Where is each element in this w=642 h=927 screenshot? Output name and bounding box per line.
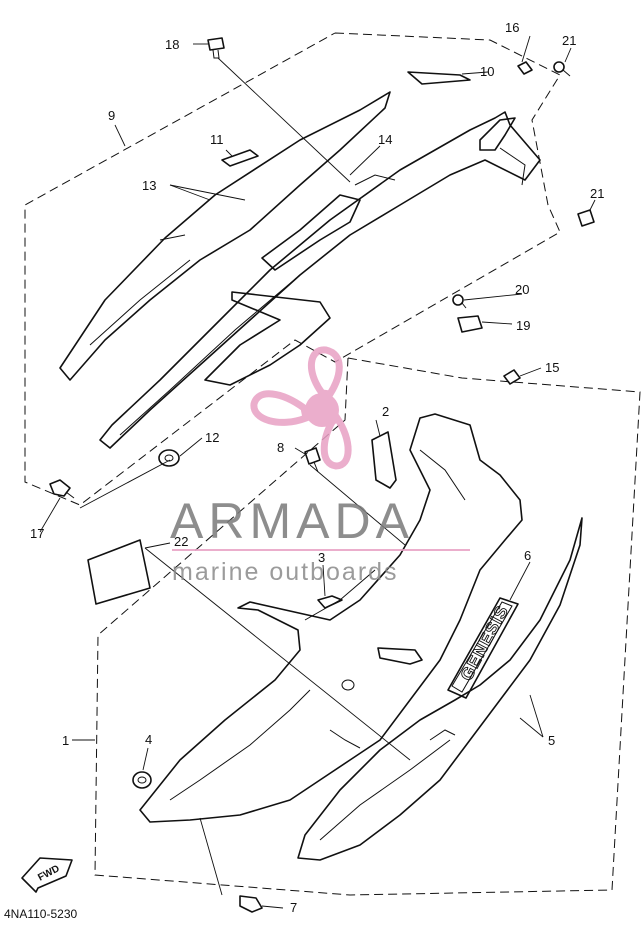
leader-lines xyxy=(39,35,596,909)
callout-10: 10 xyxy=(480,64,494,79)
callout-5: 5 xyxy=(548,733,555,748)
callout-22: 22 xyxy=(174,534,188,549)
watermark-tagline: marine outboards xyxy=(172,558,399,586)
callout-3: 3 xyxy=(318,550,325,565)
bolt-part-8 xyxy=(304,447,321,473)
callout-20: 20 xyxy=(515,282,529,297)
emblem-text: GENESIS xyxy=(457,602,513,684)
callout-18: 18 xyxy=(165,37,179,52)
nut-part-19 xyxy=(457,315,483,333)
callout-11: 11 xyxy=(210,132,224,147)
bolt-part-7 xyxy=(239,895,263,913)
side-cover-panel-part-9 xyxy=(59,91,391,381)
callout-8: 8 xyxy=(277,440,284,455)
callout-labels: 1 2 3 4 5 6 7 8 9 10 11 12 13 14 15 16 1… xyxy=(30,20,604,915)
tail-frame-part-14 xyxy=(99,111,541,449)
grommet-part-12 xyxy=(158,449,180,467)
callout-21-right: 21 xyxy=(590,186,604,201)
callout-7: 7 xyxy=(290,900,297,915)
label-plate-part-22 xyxy=(87,539,151,605)
clip-part-16 xyxy=(517,61,533,75)
pad-part-10 xyxy=(407,71,471,85)
damper-part-15 xyxy=(503,369,521,385)
side-cover-part-1 xyxy=(139,413,523,823)
armada-watermark: ARMADA marine outboards xyxy=(170,346,470,586)
callout-15: 15 xyxy=(545,360,559,375)
callout-1: 1 xyxy=(62,733,69,748)
group-outline-9 xyxy=(24,32,561,506)
propeller-logo xyxy=(250,346,352,470)
callout-4: 4 xyxy=(145,732,152,747)
callout-6: 6 xyxy=(524,548,531,563)
callout-12: 12 xyxy=(205,430,219,445)
cover-part-5 xyxy=(297,517,583,861)
callout-14: 14 xyxy=(378,132,392,147)
grommet-part-4 xyxy=(132,771,152,789)
pad-part-3 xyxy=(317,595,343,609)
fwd-text: FWD xyxy=(36,863,61,883)
callout-13: 13 xyxy=(142,178,156,193)
pad-part-11 xyxy=(221,149,259,167)
callout-9: 9 xyxy=(108,108,115,123)
callout-21-top: 21 xyxy=(562,33,576,48)
callout-19: 19 xyxy=(516,318,530,333)
screw-part-21-right xyxy=(577,209,595,227)
diagram-code: 4NA110-5230 xyxy=(4,907,77,921)
screw-part-20 xyxy=(452,294,467,309)
callout-16: 16 xyxy=(505,20,519,35)
bolt-part-18 xyxy=(207,37,225,59)
watermark-brand: ARMADA xyxy=(170,493,414,549)
bolt-part-17 xyxy=(49,479,75,499)
screw-part-21-top xyxy=(553,61,571,77)
fwd-arrow-icon: FWD xyxy=(21,857,73,893)
bracket-part-2 xyxy=(371,431,397,489)
callout-2: 2 xyxy=(382,404,389,419)
callout-17: 17 xyxy=(30,526,44,541)
group-outline-1 xyxy=(94,357,641,896)
